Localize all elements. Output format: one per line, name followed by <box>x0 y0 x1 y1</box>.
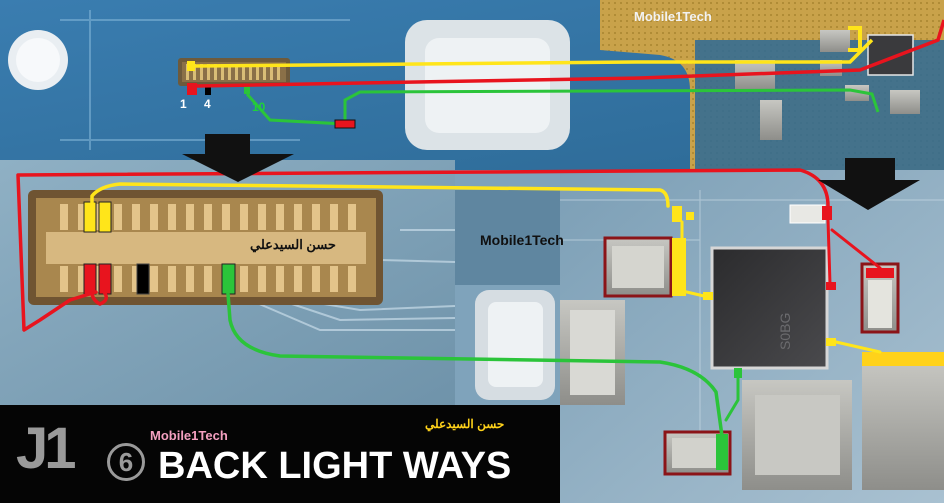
title-banner <box>0 405 560 503</box>
enable-pad <box>221 263 236 295</box>
top-vled-minus-pad <box>187 83 197 95</box>
inductor-right <box>862 360 944 490</box>
down-arrow-left-icon <box>182 134 294 182</box>
author-label-bottom: حسن السيدعلي <box>425 417 505 431</box>
top-ground-pad <box>205 85 211 95</box>
top-board-overview <box>0 0 944 170</box>
top-red-trace <box>196 19 944 88</box>
down-arrow-right-icon <box>818 158 920 210</box>
watermark-middle: Mobile1Tech <box>480 232 564 248</box>
vled-minus-pad-a <box>83 263 97 295</box>
middle-board-strip <box>455 170 565 410</box>
green-trace-zoom <box>226 292 724 438</box>
watermark-bottom-left: Mobile1Tech <box>150 428 228 443</box>
yellow-trace-zoom <box>90 182 670 208</box>
ic-zoom-panel: S0BG <box>560 170 944 503</box>
resistor-top <box>789 204 826 224</box>
model-name: J1 <box>16 416 76 481</box>
pin-4-label: 4 <box>204 97 211 111</box>
vled-plus-pad-a <box>83 201 97 233</box>
top-yellow-trace <box>194 38 874 68</box>
top-green-trace <box>245 88 880 126</box>
backlight-ic <box>710 246 829 370</box>
pin-1-label: 1 <box>180 97 187 111</box>
ground-pad <box>136 263 150 295</box>
top-enable-pad <box>244 84 250 94</box>
svg-text:S0BG: S0BG <box>777 313 793 350</box>
vled-minus-pad-b <box>98 263 112 295</box>
top-vled-plus-pad <box>187 61 195 71</box>
author-label-connector: حسن السيدعلي <box>250 237 336 252</box>
red-trace-zoom <box>16 168 830 332</box>
diagram-title: BACK LIGHT WAYS <box>158 445 512 487</box>
connector-zoom-panel <box>0 160 456 405</box>
backlight-traces <box>16 168 882 438</box>
watermark-top-right: Mobile1Tech <box>634 9 712 24</box>
vled-plus-pad-b <box>98 201 112 233</box>
pin-10-label: 10 <box>252 100 266 114</box>
model-badge: 6 <box>107 443 145 481</box>
